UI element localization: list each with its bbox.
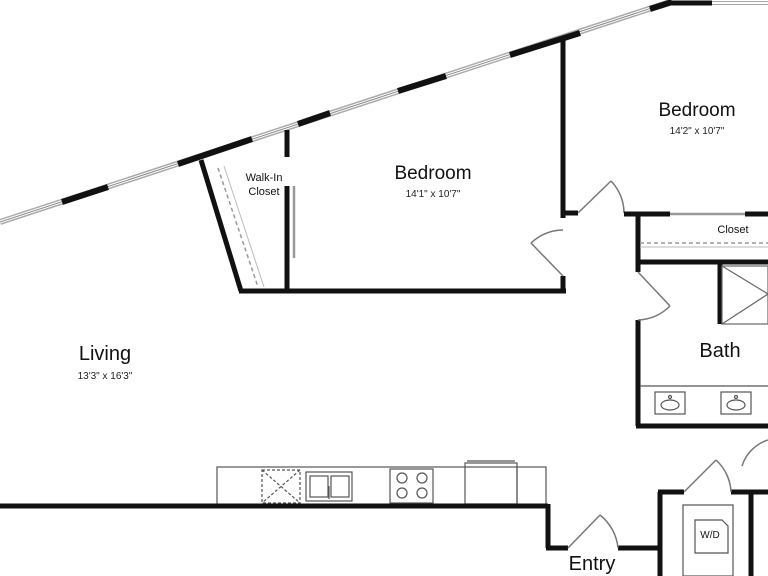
right-rooms-walls: [624, 211, 768, 429]
room-label-closet: Closet: [717, 224, 749, 236]
room-label-entry: Entry: [568, 553, 616, 575]
right-bedroom-door[interactable]: [577, 180, 625, 214]
bath-vanity: [640, 385, 768, 415]
kitchen-counter: [216, 460, 547, 507]
bath-door[interactable]: [637, 271, 671, 321]
room-label-washer-dryer: W/D: [700, 530, 720, 541]
room-label-walk-in-line2: Closet: [248, 186, 280, 198]
shower: [721, 265, 768, 325]
washer-dryer-icon: [694, 519, 729, 554]
bedroom-walls: [198, 37, 578, 294]
room-label-bedroom: Bedroom: [394, 163, 472, 184]
room-label-walk-in-line1: Walk-In: [245, 172, 283, 184]
room-label-bedroom-right: Bedroom: [658, 100, 736, 121]
entry-door[interactable]: [567, 514, 619, 549]
hall-door[interactable]: [741, 439, 768, 467]
bedroom-door[interactable]: [530, 229, 564, 277]
exterior-diagonal-wall: [0, 0, 768, 225]
room-dims-bedroom: 14'1" x 10'7": [405, 189, 461, 200]
laundry-closet: [682, 504, 734, 576]
room-label-bath: Bath: [699, 340, 741, 362]
room-label-living: Living: [78, 343, 132, 365]
room-dims-living: 13'3" x 16'3": [77, 371, 133, 382]
closet-rod: [223, 165, 265, 288]
room-dims-bedroom-right: 14'2" x 10'7": [669, 126, 725, 137]
bottom-walls: [0, 489, 768, 576]
laundry-door[interactable]: [683, 459, 732, 493]
